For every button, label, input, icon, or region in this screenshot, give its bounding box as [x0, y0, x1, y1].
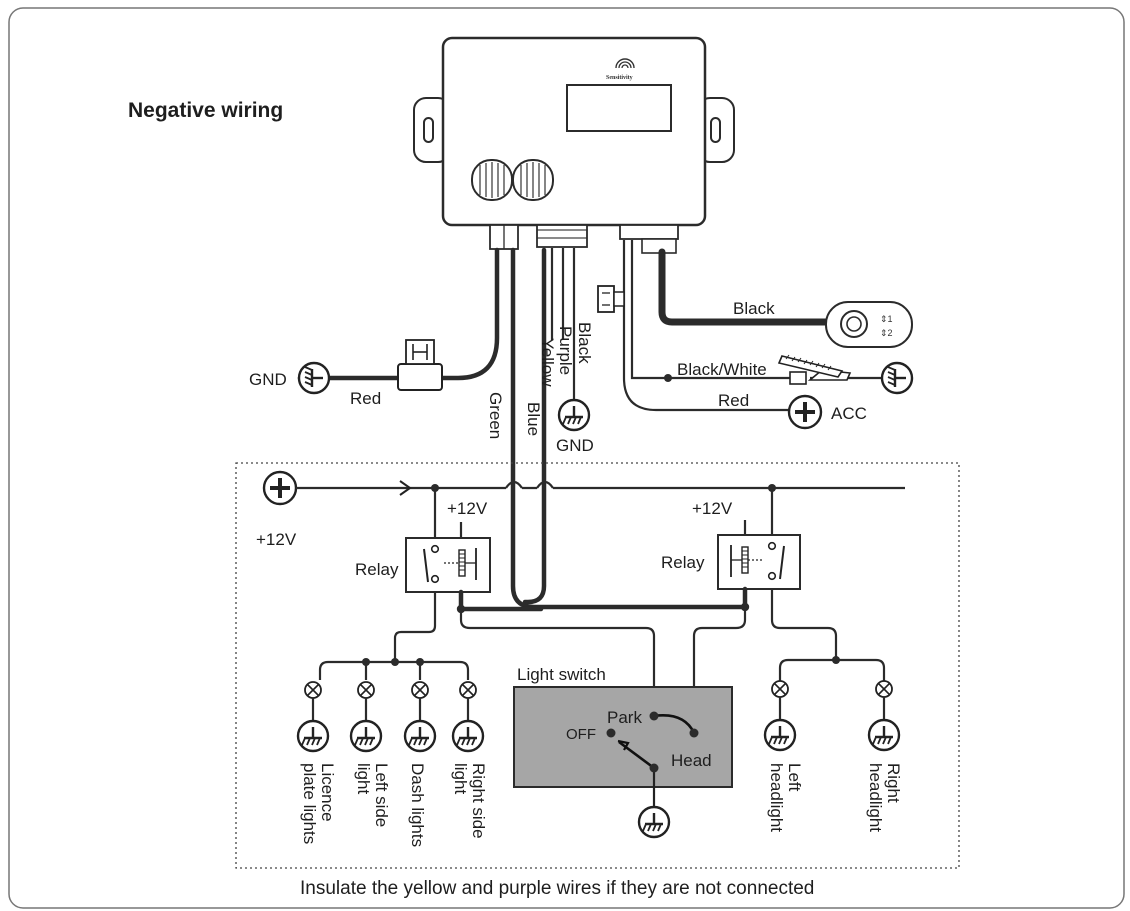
control-module: Sensitivity	[413, 36, 735, 254]
relay-left	[405, 537, 491, 593]
red-power-wire	[297, 247, 500, 381]
black-sensor-wire-label: Black	[733, 299, 775, 318]
park-feed-wire	[459, 609, 656, 716]
switch-park-label: Park	[607, 708, 642, 727]
ground-icon	[867, 718, 901, 752]
brand-logo-icon	[615, 58, 635, 69]
left-side-label-2: light	[354, 763, 373, 794]
brake-pedal-icon	[777, 354, 852, 385]
ground-icon	[349, 719, 383, 753]
lamps	[304, 680, 893, 720]
plus12v-left-label: +12V	[256, 530, 297, 549]
left-headlight-label-2: headlight	[767, 763, 786, 832]
diagram-title: Negative wiring	[128, 99, 283, 122]
right-headlight-label-1: Right	[884, 763, 903, 803]
svg-text:⇕2: ⇕2	[880, 328, 893, 338]
acc-label: ACC	[831, 404, 867, 423]
black-wire-label: Black	[575, 322, 594, 364]
plus-terminal-icon	[787, 394, 823, 430]
blue-wire-label: Blue	[524, 402, 543, 436]
plus-terminal-icon	[262, 470, 298, 506]
relay-right-label: Relay	[661, 553, 705, 572]
ground-icon	[763, 718, 797, 752]
yellow-wire-label: Yellow	[538, 338, 557, 387]
ground-icon	[637, 805, 671, 839]
lamp-icon	[304, 681, 322, 699]
switch-head-label: Head	[671, 751, 712, 770]
ground-icon	[297, 361, 331, 395]
right-side-label-1: Right side	[469, 763, 488, 839]
plus12v-relay-right-label: +12V	[692, 499, 733, 518]
lamp-icon	[411, 681, 429, 699]
right-side-label-2: light	[451, 763, 470, 794]
relay-right	[717, 534, 801, 590]
switch-off-label: OFF	[566, 726, 596, 743]
left-side-label-1: Left side	[372, 763, 391, 827]
red-acc-wire-label: Red	[718, 391, 749, 410]
footer-caption: Insulate the yellow and purple wires if …	[300, 878, 814, 899]
lamp-icon	[875, 680, 893, 698]
licence-label-2: plate lights	[300, 763, 319, 844]
plus12v-relay-left-label: +12V	[447, 499, 488, 518]
ground-icon	[451, 719, 485, 753]
dash-lights-label: Dash lights	[408, 763, 427, 847]
red-wire-label: Red	[350, 389, 381, 408]
blue-wire	[522, 247, 547, 605]
relay-left-label: Relay	[355, 560, 399, 579]
black-white-wire-label: Black/White	[677, 360, 767, 379]
gnd-left-label: GND	[249, 370, 287, 389]
lamp-icon	[459, 681, 477, 699]
light-sensor-icon: ⇕1 ⇕2	[825, 301, 913, 348]
green-wire-label: Green	[486, 392, 505, 439]
green-wire	[510, 247, 744, 610]
ground-icon	[557, 398, 591, 432]
ground-icon	[880, 361, 914, 395]
head-feed-wire	[692, 607, 747, 733]
light-switch	[513, 686, 733, 808]
right-headlight-label-2: headlight	[866, 763, 885, 832]
light-switch-title: Light switch	[517, 665, 606, 684]
licence-label-1: Licence	[318, 763, 337, 822]
sensor-window	[566, 84, 672, 132]
black-white-wire	[630, 240, 790, 380]
lamp-icon	[357, 681, 375, 699]
purple-wire-label: Purple	[556, 326, 575, 375]
gnd-mid-label: GND	[556, 436, 594, 455]
led-lens	[471, 159, 554, 201]
vehicle-circuit-area	[235, 462, 960, 869]
lamp-icon	[771, 680, 789, 698]
fuse-icon	[397, 339, 443, 391]
ground-icon	[403, 719, 437, 753]
fuse-icon	[597, 285, 625, 313]
svg-text:⇕1: ⇕1	[880, 314, 893, 324]
black-sensor-wire	[658, 248, 834, 326]
brand-name: Sensitivity	[606, 75, 633, 81]
outer-frame	[8, 7, 1125, 909]
left-headlight-label-1: Left	[785, 763, 804, 792]
ground-icon	[296, 719, 330, 753]
acc-fuse-wire	[622, 240, 790, 412]
